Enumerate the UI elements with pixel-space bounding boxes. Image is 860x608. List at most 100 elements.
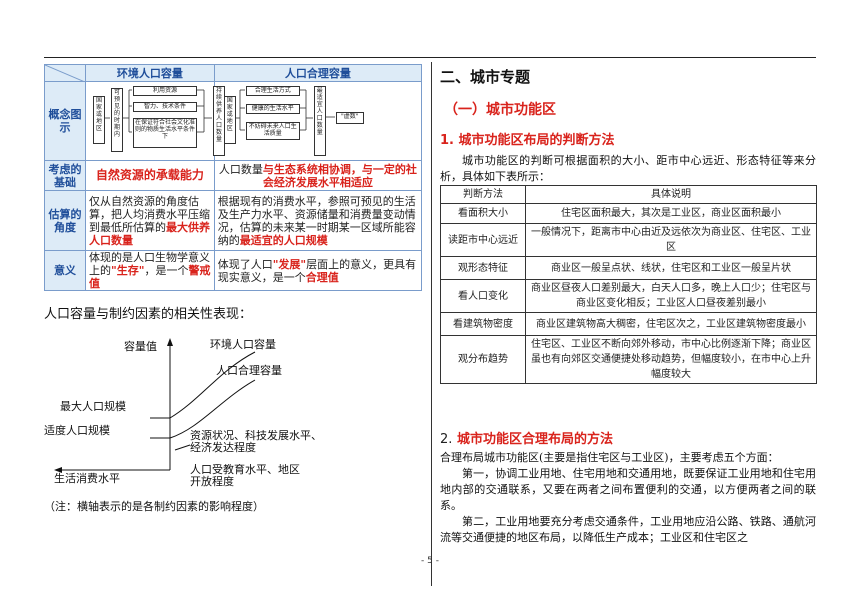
env-social-box: 在保证符合社会文化准则的物质生活水平条件下 — [133, 118, 197, 148]
row-concept-header: 概念图示 — [44, 81, 86, 161]
env-meaning: 体现的是人口生物学意义上的"生存"，是一个警戒值 — [85, 250, 215, 291]
y-axis-arrow — [167, 338, 173, 346]
env-meaning-c: ，是一个 — [144, 264, 189, 277]
row-method: 观分布趋势 — [440, 335, 526, 384]
row-method: 看面积大小 — [440, 203, 526, 224]
row-angle-header: 估算的角度 — [44, 190, 86, 251]
res-meaning-a: 体现了人口 — [217, 257, 273, 271]
col-env-header: 环境人口容量 — [85, 64, 215, 82]
table-row: 看面积大小 住宅区面积最大，其次是工业区，商业区面积最小 — [440, 203, 817, 224]
function-zone-table: 判断方法 具体说明 看面积大小 住宅区面积最大，其次是工业区，商业区面积最小 读… — [440, 185, 817, 384]
row-method: 读距市中心远近 — [440, 223, 526, 257]
reasonable-capacity-curve — [169, 379, 256, 439]
env-left-box: 国家或地区 — [93, 96, 105, 144]
env-capacity-curve — [169, 351, 256, 419]
env-tech-box: 智力、技术条件 — [133, 102, 197, 112]
env-series-label: 环境人口容量 — [210, 337, 276, 351]
table-head-method: 判断方法 — [440, 185, 526, 204]
row-meaning-header: 意义 — [44, 250, 86, 291]
x-axis-label: 生活消费水平 — [54, 471, 120, 485]
x-axis-arrow — [54, 467, 62, 473]
env-mid-box: 可预见的时期内 — [111, 88, 123, 152]
heading-2-number: 2. — [440, 432, 453, 447]
res-mid-box: 最适宜人口数量 — [313, 86, 326, 156]
paragraph-2: 第一，协调工业用地、住宅用地和交通用地，既要保证工业用地和住宅用地内部的交通联系… — [440, 467, 816, 512]
table-row: 观形态特征 商业区一般呈点状、线状，住宅区和工业区一般呈片状 — [440, 256, 817, 280]
reasonable-series-label: 人口合理容量 — [216, 363, 282, 377]
row-detail: 商业区建筑物高大稠密，住宅区次之，工业区建筑物密度最小 — [525, 312, 817, 336]
capacity-chart: 容量值 环境人口容量 人口合理容量 最大人口规模 适度人口规模 生活消费水平 （… — [44, 337, 322, 513]
resource-label: 资源状况、科技发展水平、经济发达程度 — [190, 430, 322, 454]
row-detail: 一般情况下，距离市中心由近及远依次为商业区、住宅区、工业区 — [525, 223, 817, 257]
res-factor-a: 人口数量 — [218, 162, 263, 176]
res-box-1: 合理生活方式 — [245, 86, 300, 96]
section-title: 二、城市专题 — [440, 68, 531, 86]
row-method: 看人口变化 — [440, 279, 526, 313]
max-scale-label: 最大人口规模 — [60, 399, 126, 413]
diagonal-header-cell — [44, 64, 86, 82]
resource-pointer — [174, 444, 191, 451]
heading-1-text: 城市功能区布局的判断方法 — [458, 133, 615, 148]
env-angle: 仅从自然资源的角度估算，把人均消费水平压缩到最低所估算的最大供养人口数量 — [85, 190, 215, 251]
row-detail: 住宅区、工业区不断向郊外移动，市中心比例逐渐下降；商业区虽也有向郊区交通便捷处移… — [525, 335, 817, 384]
intro-paragraph: 城市功能区的判断可根据面积的大小、距市中心远近、形态特征等来分析，具体如下表所示… — [440, 154, 816, 183]
table-row: 看建筑物密度 商业区建筑物高大稠密，住宅区次之，工业区建筑物密度最小 — [440, 312, 817, 336]
chart-caption: 人口容量与制约因素的相关性表现： — [44, 307, 253, 322]
header-rule — [44, 57, 816, 58]
row-method: 观形态特征 — [440, 256, 526, 280]
res-diagram-arrows — [235, 89, 335, 131]
row-detail: 商业区一般呈点状、线状，住宅区和工业区一般呈片状 — [525, 256, 817, 280]
env-diagram-arrows — [105, 89, 212, 133]
col-reasonable-header: 人口合理容量 — [213, 64, 423, 82]
res-diagram: 国家或地区 合理生活方式 健康的生活水平 不妨碍未来人口生活质量 最适宜人口数量… — [218, 82, 418, 160]
subsection-title: （一）城市功能区 — [444, 102, 556, 118]
table-row: 读距市中心远近 一般情况下，距离市中心由近及远依次为商业区、住宅区、工业区 — [440, 223, 817, 257]
res-diagram-cell: 国家或地区 合理生活方式 健康的生活水平 不妨碍未来人口生活质量 最适宜人口数量… — [213, 81, 423, 161]
row-detail: 商业区昼夜人口差别最大，白天人口多，晚上人口少；住宅区与商业区变化相反；工业区人… — [525, 279, 817, 313]
env-meaning-a: 体现的是人口生物学意义上的 — [89, 251, 210, 277]
res-box-2: 健康的生活水平 — [245, 104, 300, 114]
env-resource-box: 利用资源 — [133, 86, 197, 96]
diagonal-line — [45, 65, 85, 82]
res-meaning-c: 层面上的意义，更具有现实意义，是一个 — [217, 257, 417, 284]
env-meaning-d: 警戒值 — [89, 264, 211, 290]
resource-label-box: 资源状况、科技发展水平、经济发达程度 — [190, 430, 322, 454]
res-meaning: 体现了人口"发展"层面上的意义，更具有现实意义，是一个合理值 — [213, 250, 423, 291]
education-label: 人口受教育水平、地区开放程度 — [190, 464, 300, 488]
table-head-detail: 具体说明 — [525, 185, 817, 204]
res-meaning-b: "发展" — [272, 257, 307, 271]
heading-1-number: 1. — [440, 133, 454, 148]
res-angle-b: 最适宜的人口规模 — [239, 233, 328, 247]
env-meaning-b: "生存" — [111, 264, 145, 277]
env-diagram: 国家或地区 可预见的时期内 利用资源 智力、技术条件 在保证符合社会文化准则的物… — [89, 82, 225, 160]
res-box-3: 不妨碍未来人口生活质量 — [245, 122, 300, 140]
concept-table: 环境人口容量 人口合理容量 概念图示 国家或地区 可预见的时期内 利用资源 智力… — [44, 64, 423, 291]
page-number: - 5 - — [421, 556, 439, 566]
env-diagram-cell: 国家或地区 可预见的时期内 利用资源 智力、技术条件 在保证符合社会文化准则的物… — [85, 81, 225, 161]
heading-2-text: 城市功能区合理布局的方法 — [456, 432, 613, 447]
row-method: 看建筑物密度 — [440, 312, 526, 336]
heading-2: 2. 城市功能区合理布局的方法 — [440, 428, 613, 447]
res-right-box: "虚数" — [335, 112, 364, 124]
env-angle-a: 仅从自然资源的角度估算，把人均消费水平压缩到最低所估算的 — [89, 194, 210, 234]
paragraph-1: 合理布局城市功能区(主要是指住宅区与工业区)，主要考虑五个方面： — [440, 451, 779, 464]
y-axis-label: 容量值 — [124, 339, 157, 353]
paragraph-3: 第二，工业用地要充分考虑交通条件，工业用地应沿公路、铁路、通航河流等交通便捷的地… — [440, 515, 816, 544]
res-angle-a: 根据现有的消费水平，参照可预见的生活及生产力水平、资源储量和消费量变动情况，估算… — [217, 194, 416, 247]
table-row: 看人口变化 商业区昼夜人口差别最大，白天人口多，晚上人口少；住宅区与商业区变化相… — [440, 279, 817, 313]
table-row: 观分布趋势 住宅区、工业区不断向郊外移动，市中心比例逐渐下降；商业区虽也有向郊区… — [440, 335, 817, 384]
moderate-scale-label: 适度人口规模 — [44, 423, 110, 437]
env-angle-b: 最大供养人口数量 — [89, 220, 210, 247]
res-factor: 人口数量与生态系统相协调，与一定的社会经济发展水平相适应 — [213, 160, 423, 191]
column-divider — [431, 62, 432, 586]
row-factor-header: 考虑的基础 — [44, 160, 86, 191]
row-detail: 住宅区面积最大，其次是工业区，商业区面积最小 — [525, 203, 817, 224]
chart-note: （注：横轴表示的是各制约因素的影响程度） — [44, 499, 264, 513]
heading-1: 1. 城市功能区布局的判断方法 — [440, 129, 615, 148]
education-label-box: 人口受教育水平、地区开放程度 — [190, 464, 300, 488]
res-left-box: 国家或地区 — [223, 96, 236, 144]
res-angle: 根据现有的消费水平，参照可预见的生活及生产力水平、资源储量和消费量变动情况，估算… — [213, 190, 423, 251]
res-factor-b: 与生态系统相协调，与一定的社会经济发展水平相适应 — [262, 162, 417, 189]
env-factor: 自然资源的承载能力 — [85, 160, 215, 191]
res-meaning-d: 合理值 — [305, 270, 339, 284]
